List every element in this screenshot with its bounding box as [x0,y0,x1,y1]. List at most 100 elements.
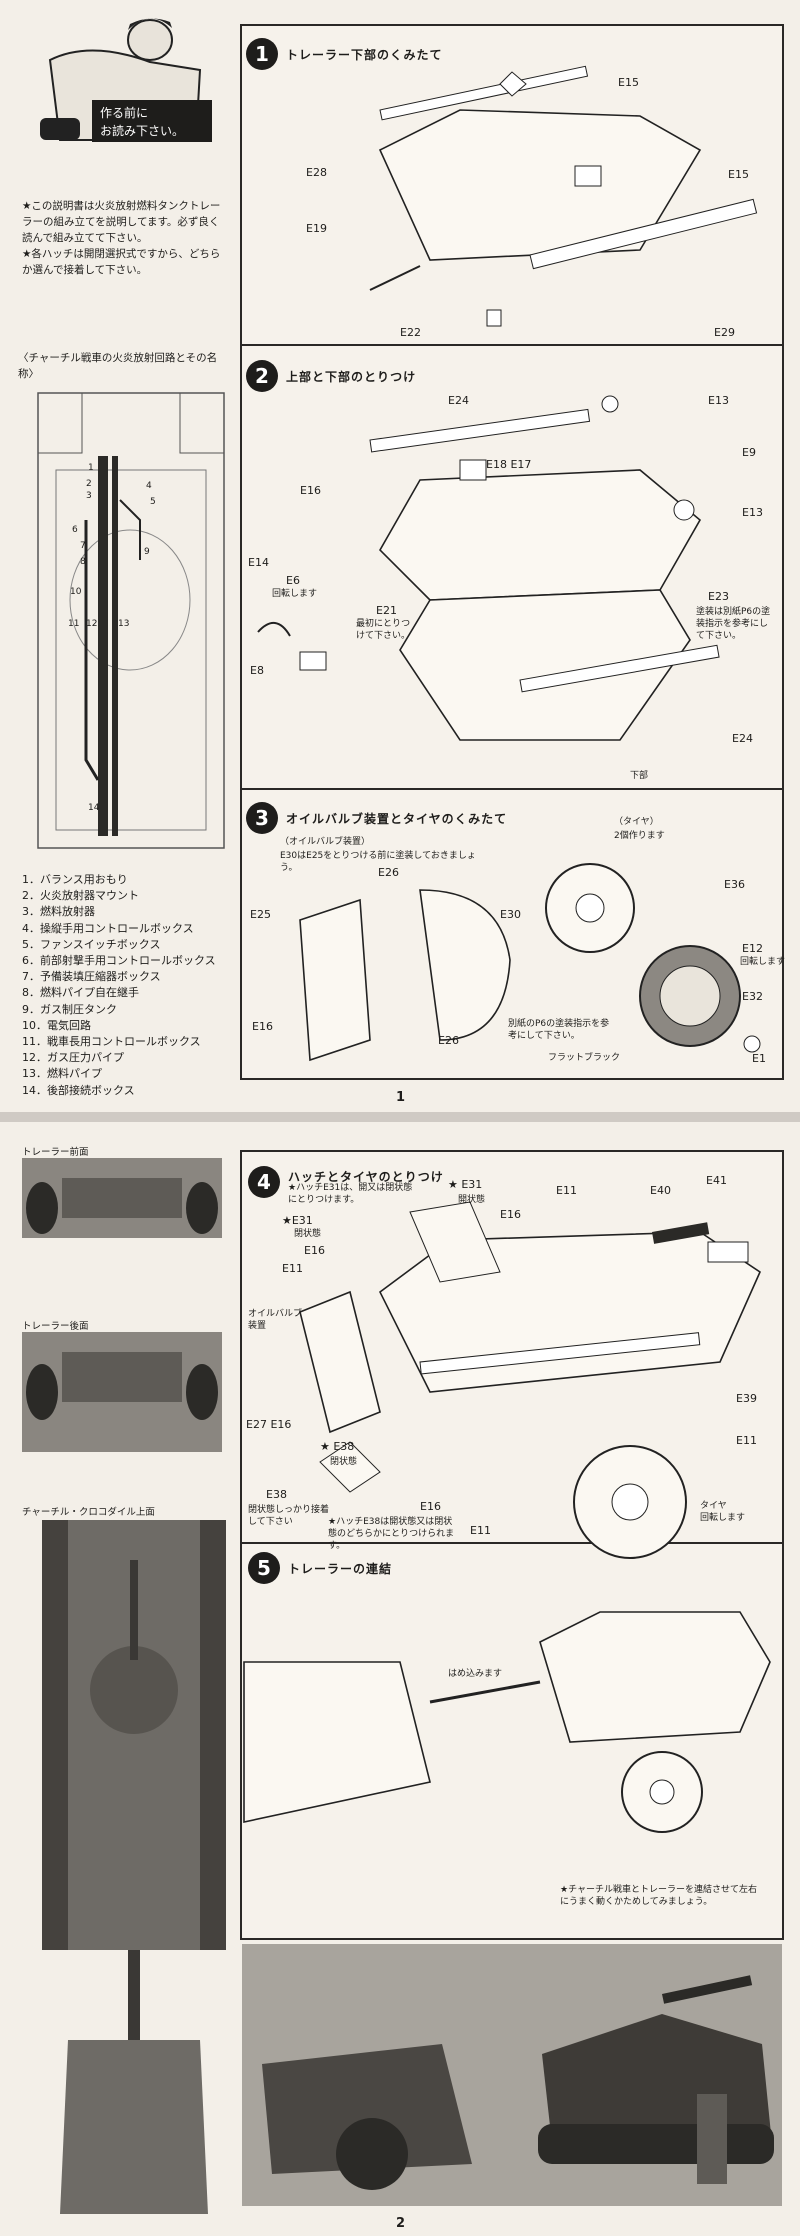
legend-item: 4．操縦手用コントロールボックス [22,921,194,935]
schematic-title: 〈チャーチル戦車の火炎放射回路とその名称〉 [18,352,218,380]
legend-item: 2．火炎放射器マウント [22,889,139,903]
step-5-insert-note: はめ込みます [448,1669,503,1679]
schem-num-2: 2 [86,479,92,489]
part-label: E26 [378,866,399,879]
schem-num-7: 7 [80,541,86,551]
instruction-page-1: 作る前に お読み下さい。 ★この説明書は火炎放射燃料タンクトレーラーの組み立てを… [0,0,800,1112]
step-2-lower-note: 下部 [630,771,649,781]
legend-item: 13．燃料パイプ [22,1067,102,1081]
part-label: E6 [286,574,300,587]
step-4-rotate-note: 回転します [700,1513,746,1523]
step-4-hatch2-note: ★ハッチE38は開状態又は閉状態のどちらかにとりつけられます。 [328,1517,455,1551]
legend-item: 14．後部接続ボックス [22,1083,135,1097]
part-label: ★ E38 [320,1440,355,1453]
step-3-oil-note: E30はE25をとりつける前に塗装しておきましょう。 [280,851,476,873]
step-4-oil-note: オイルバルブ装置 [248,1309,303,1331]
step-4-hatch-note: ★ハッチE31は、開又は閉状態にとりつけます。 [288,1183,413,1205]
schem-num-6: 6 [72,525,78,535]
step-4-closed2-note: 閉状態 [330,1457,358,1467]
flame-circuit-schematic [37,392,225,849]
caption-front: トレーラー前面 [22,1147,89,1158]
legend-item: 12．ガス圧力パイプ [22,1051,124,1065]
part-label: E36 [724,878,745,891]
part-label: E11 [470,1524,491,1537]
part-label: E32 [742,990,763,1003]
schem-num-12: 12 [86,619,98,629]
part-label: E12 [742,942,763,955]
step-5-drawing [243,1611,771,1833]
part-label: E29 [714,326,735,339]
step-2-number: 2 [246,360,278,392]
schem-num-1: 1 [88,463,94,473]
part-label: E27 E16 [246,1418,292,1431]
schem-num-5: 5 [150,497,156,507]
step-1-title: トレーラー下部のくみたて [286,48,443,62]
read-before-line1: 作る前に [100,106,149,120]
schem-num-11: 11 [68,619,80,629]
part-label: E21 [376,604,397,617]
step-5-connect-note: ★チャーチル戦車とトレーラーを連結させて左右にうまく動くかためしてみましょう。 [560,1885,757,1907]
step-4-open-note: 開状態 [458,1195,486,1205]
step-2-drawing [257,395,720,741]
part-label: E41 [706,1174,727,1187]
divider [240,344,784,346]
part-label: E11 [736,1434,757,1447]
part-label: E22 [400,326,421,339]
part-label: E13 [742,506,763,519]
schem-num-8: 8 [80,557,86,567]
part-legend: 1．バランス用おもり 2．火炎放射器マウント 3．燃料放射器 4．操縦手用コント… [22,872,216,1099]
legend-item: 10．電気回路 [22,1018,91,1032]
step-3-paint-note: 別紙のP6の塗装指示を参考にして下さい。 [508,1019,610,1041]
step-3-tire-heading: （タイヤ） [614,817,659,827]
part-label: E16 [252,1020,273,1033]
read-before-box: 作る前に お読み下さい。 [92,100,212,142]
part-label: ★E31 [282,1214,313,1227]
legend-item: 5．ファンスイッチボックス [22,937,161,951]
page-number: 2 [396,2216,406,2231]
step-3-rotate-note: 回転します [740,957,786,967]
step-1-drawing [369,65,758,327]
step-2-rotate-note: 回転します [272,589,318,599]
part-label: E1 [752,1052,766,1065]
legend-item: 8．燃料パイプ自在継手 [22,986,139,1000]
part-label: E28 [306,166,327,179]
part-label: E11 [282,1262,303,1275]
photo-assembled-model [242,1944,782,2206]
step-2-title: 上部と下部のとりつけ [286,370,417,384]
part-label: E25 [250,908,271,921]
read-before-line2: お読み下さい。 [100,124,185,138]
part-label: E24 [732,732,753,745]
caption-rear: トレーラー後面 [22,1321,89,1332]
part-label: E38 [266,1488,287,1501]
legend-item: 7．予備装填圧縮器ボックス [22,970,161,984]
part-label: ★ E31 [448,1178,483,1191]
schem-num-4: 4 [146,481,152,491]
schem-num-14: 14 [88,803,100,813]
photo-trailer-front [22,1158,222,1238]
step-3-flat-black: フラットブラック [548,1053,621,1063]
step-5-number: 5 [248,1552,280,1584]
step-3-title: オイルバルブ装置とタイヤのくみたて [286,812,508,826]
legend-item: 1．バランス用おもり [22,873,128,886]
legend-item: 9．ガス制圧タンク [22,1002,117,1016]
part-label: E16 [300,484,321,497]
step-3-oil-heading: （オイルバルブ装置） [280,837,371,847]
schem-num-3: 3 [86,491,92,501]
part-label: E16 [500,1208,521,1221]
part-label: E15 [728,168,749,181]
part-label: E39 [736,1392,757,1405]
part-label: E11 [556,1184,577,1197]
part-label: E18 E17 [486,458,532,471]
part-label: E8 [250,664,264,677]
instruction-page-2: トレーラー前面 トレーラー後面 チャーチル・クロコダイル上面 4 ハッチとタイヤ… [0,1122,800,2236]
photo-trailer-rear [22,1332,222,1452]
part-label: E15 [618,76,639,89]
part-label: E26 [438,1034,459,1047]
step-4-glue-note: 閉状態しっかり接着して下さい [248,1505,330,1527]
photo-churchill-crocodile-top [38,1520,230,2214]
divider [240,1542,784,1544]
part-label: E19 [306,222,327,235]
step-3-tire-count: 2個作ります [614,831,665,841]
part-label: E24 [448,394,469,407]
step-4-title: ハッチとタイヤのとりつけ [288,1170,444,1184]
